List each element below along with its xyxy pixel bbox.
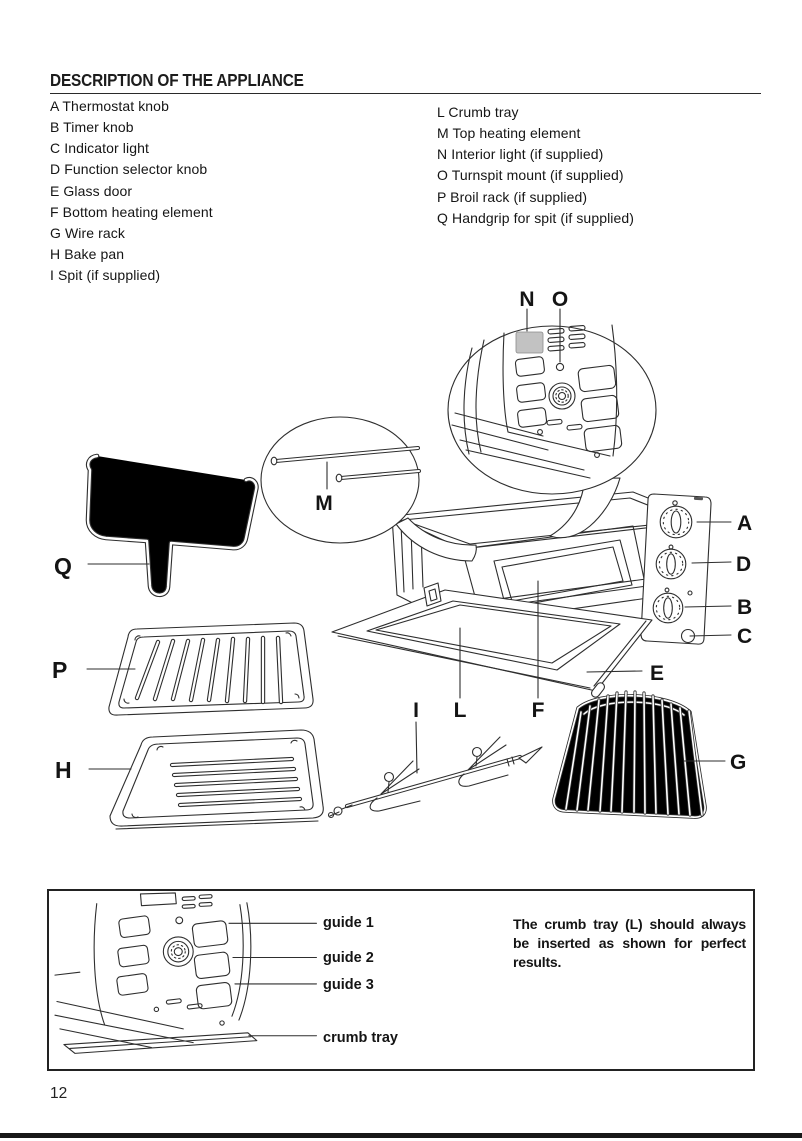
spit-drawing [327, 736, 543, 819]
parts-list-item: P Broil rack (if supplied) [437, 188, 588, 205]
handgrip-drawing [88, 456, 256, 595]
page-title: DESCRIPTION OF THE APPLIANCE [50, 70, 304, 90]
diagram-label-L: L [454, 699, 467, 722]
parts-list-item: F Bottom heating element [50, 203, 213, 220]
parts-list-item: M Top heating element [437, 125, 581, 142]
page-number: 12 [50, 1085, 68, 1102]
diagram-label-C: C [737, 625, 752, 648]
door-handle-endcap [590, 682, 606, 698]
parts-list-item: C Indicator light [50, 140, 149, 157]
diagram-label-D: D [736, 553, 751, 576]
guide-1-label: guide 1 [323, 915, 374, 931]
crumb-tray-label: crumb tray [323, 1030, 398, 1046]
parts-list-item: G Wire rack [50, 224, 125, 241]
wire-rack-drawing [552, 690, 707, 819]
parts-list-item: E Glass door [50, 182, 133, 199]
parts-list-item: B Timer knob [50, 119, 134, 136]
turnspit-mount-hole [555, 362, 565, 372]
crumb-tray-info-box: guide 1 guide 2 guide 3 crumb tray The c… [47, 889, 755, 1071]
diagram-label-P: P [52, 657, 67, 683]
parts-list-right: L Crumb tray M Top heating element N Int… [437, 102, 634, 229]
bake-pan-drawing [109, 729, 324, 830]
diagram-label-F: F [532, 699, 545, 722]
timer-knob [652, 587, 693, 624]
diagram-label-O: O [552, 288, 568, 311]
parts-list-left: A Thermostat knob B Timer knob C Indicat… [50, 96, 213, 286]
leader-lines [86, 308, 732, 774]
interior-light [515, 331, 544, 354]
oven-interior-guides-drawing [54, 892, 318, 1054]
title-underline [50, 93, 761, 94]
parts-list-item: O Turnspit mount (if supplied) [437, 167, 624, 184]
diagram-label-H: H [55, 757, 72, 783]
guide-2-label: guide 2 [323, 950, 374, 966]
footer-rule [0, 1133, 802, 1138]
broil-rack-drawing [108, 622, 314, 716]
parts-list-item: Q Handgrip for spit (if supplied) [437, 209, 635, 226]
function-selector-knob [655, 544, 687, 580]
guide-3-label: guide 3 [323, 977, 374, 993]
glass-door-open [331, 589, 653, 698]
callout-tail [549, 477, 621, 539]
diagram-label-G: G [730, 751, 746, 774]
diagram-label-B: B [737, 596, 752, 619]
vent-slots [547, 325, 586, 352]
diagram-label-E: E [650, 662, 664, 685]
callout-tail [395, 517, 477, 562]
diagram-label-M: M [315, 492, 333, 515]
diagram-label-A: A [737, 512, 752, 535]
diagram-label-I: I [413, 699, 419, 722]
parts-list-item: A Thermostat knob [50, 98, 169, 114]
parts-list-item: H Bake pan [50, 245, 125, 262]
thermostat-knob [659, 496, 703, 539]
inset-leader-lines [228, 922, 318, 1037]
diagram-label-N: N [519, 288, 534, 311]
parts-list-item: I Spit (if supplied) [50, 267, 161, 284]
turnspit-mount [548, 382, 576, 410]
parts-list-item: D Function selector knob [50, 161, 208, 178]
appliance-exploded-diagram: N O M A D B C E G Q P H I L F [52, 288, 752, 830]
diagram-label-Q: Q [54, 553, 72, 579]
door-hinge [423, 582, 442, 607]
parts-list-item: L Crumb tray [437, 104, 519, 120]
crumb-tray-note: The crumb tray (L) should always be inse… [513, 916, 746, 970]
parts-list-item: N Interior light (if supplied) [437, 146, 604, 163]
callout-top-heating-element [260, 416, 421, 544]
callout-interior-back-wall [447, 324, 657, 495]
